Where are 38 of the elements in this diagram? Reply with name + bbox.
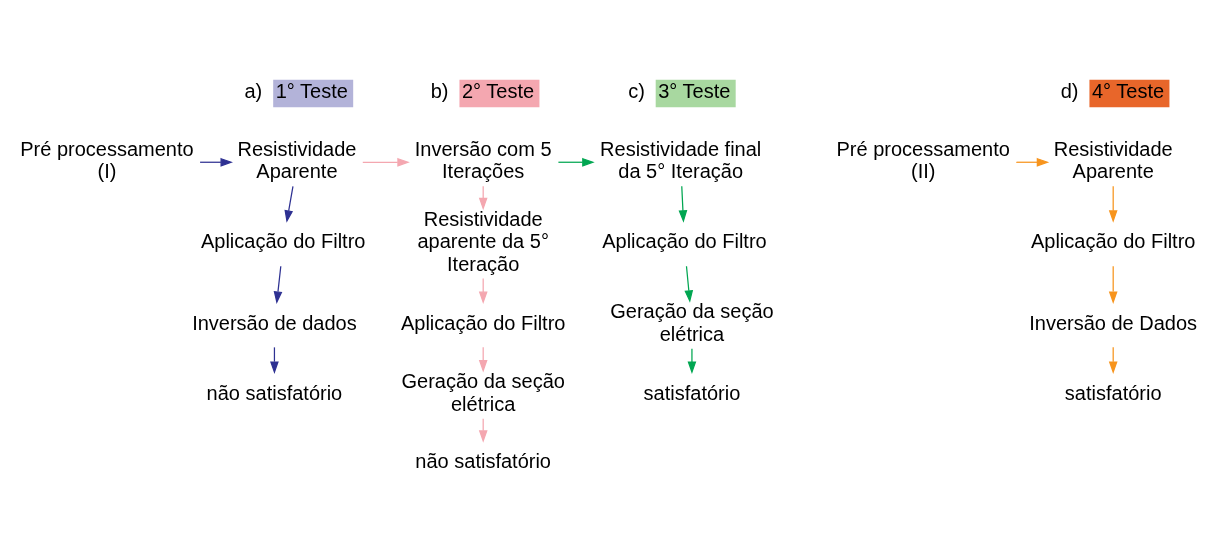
node-text: Inversão de dados [192,311,357,333]
arrow [284,185,294,223]
arrow [1108,265,1118,304]
node-text: Aplicação do Filtro [400,311,566,333]
node-text: Inversão de Dados [1029,311,1198,333]
node-text: Pré processamento (II) [836,137,1010,182]
node-box: 1° Teste [273,79,354,107]
node-box: 4° Teste [1089,79,1170,107]
node-text: Aplicação do Filtro [200,229,366,252]
node-text: Resistividade Aparente [1053,137,1173,182]
node-label: a) [244,79,263,102]
node-text: Pré processamento (I) [20,137,194,182]
node-text: satisfatório [643,381,741,403]
node-box: 3° Teste [655,79,736,107]
node-text: Geração da seção elétrica [610,299,774,345]
node-text: Aplicação do Filtro [602,229,767,252]
node-box: 2° Teste [459,79,540,107]
arrow [557,157,595,167]
node-text: Resistividade aparente da 5° Iteração [417,207,549,275]
arrow [687,347,697,374]
arrow [362,157,410,167]
node-text: Aplicação do Filtro [1030,229,1196,252]
arrow [1108,185,1118,223]
node-text: satisfatório [1064,381,1162,403]
arrow [1015,157,1050,167]
node-text: Inversão com 5 Iterações [414,137,552,182]
node-text: não satisfatório [415,449,552,472]
node-text: Resistividade Aparente [237,137,357,182]
node-text: não satisfatório [206,381,343,403]
arrow [684,265,694,303]
arrow [199,157,233,167]
node-label: d) [1060,79,1079,102]
node-label: b) [430,79,449,102]
arrow [678,185,688,223]
node-label: c) [628,79,645,102]
node-text: Resistividade final da 5° Iteração [600,137,762,182]
arrow [273,265,283,304]
node-text: Geração da seção elétrica [401,369,565,415]
